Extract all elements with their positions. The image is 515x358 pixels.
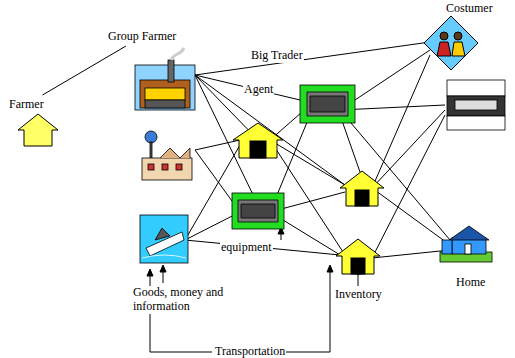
customer-node: Costumer — [445, 1, 494, 16]
node-label: Farmer — [8, 98, 45, 112]
caption-label: Goods, money and information — [132, 286, 244, 314]
caption-label: Big Trader — [250, 49, 304, 63]
caption-label: Transportation — [214, 345, 286, 358]
caption-label: equipment — [220, 241, 273, 255]
node-label: Group Farmer — [107, 30, 177, 44]
node-label: Agent — [243, 83, 274, 97]
farmer-node: Farmer — [8, 97, 45, 112]
node-label: Costumer — [445, 2, 494, 16]
node-label: Home — [455, 276, 486, 290]
caption-label: Inventory — [334, 288, 383, 302]
connector-line — [43, 46, 126, 95]
agent-node: Agent — [243, 82, 274, 97]
group-farmer-node: Group Farmer — [107, 29, 177, 44]
home-node: Home — [455, 275, 486, 290]
